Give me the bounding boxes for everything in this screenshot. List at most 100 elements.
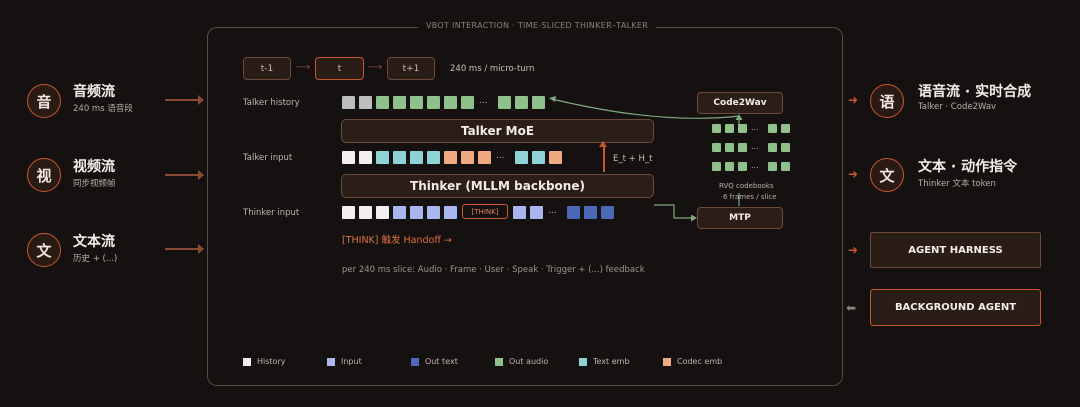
codebook-token xyxy=(781,162,790,171)
token-input xyxy=(427,206,440,219)
ellipsis: ... xyxy=(751,123,759,132)
text-output-arrow: ➜ xyxy=(848,167,859,181)
agent-harness-box: AGENT HARNESS xyxy=(870,232,1041,268)
codebook-token xyxy=(738,124,747,133)
legend-label: Input xyxy=(341,357,362,366)
codebook-token xyxy=(725,143,734,152)
text-output-icon: 文 xyxy=(870,158,904,192)
legend-codec-emb: Codec emb xyxy=(663,357,722,366)
timestep-prev: t-1 xyxy=(243,57,291,80)
ellipsis: ... xyxy=(496,151,505,161)
text-stream-title: 文本流 xyxy=(73,234,115,250)
talker-moe-block: Talker MoE xyxy=(341,119,654,143)
ellipsis: ... xyxy=(479,96,488,106)
token-input xyxy=(444,206,457,219)
audio-stream-title: 音频流 xyxy=(73,84,115,100)
timestep-current: t xyxy=(315,57,364,80)
token-codec-emb xyxy=(549,151,562,164)
token-out-audio xyxy=(532,96,545,109)
token-out-text xyxy=(584,206,597,219)
codebook-token xyxy=(781,143,790,152)
talker-input-label: Talker input xyxy=(243,153,293,163)
timestep-next: t+1 xyxy=(387,57,435,80)
token-out-audio xyxy=(515,96,528,109)
background-agent-box: BACKGROUND AGENT xyxy=(870,289,1041,326)
text-output-title: 文本 · 动作指令 xyxy=(918,159,1018,175)
audio-stream-subtitle: 240 ms 语音段 xyxy=(73,104,133,114)
legend-out-audio: Out audio xyxy=(495,357,548,366)
talker-history-label: Talker history xyxy=(243,98,300,108)
video-stream-title: 视频流 xyxy=(73,159,115,175)
legend-label: History xyxy=(257,357,286,366)
video-stream-arrow xyxy=(165,170,204,180)
token-codec-emb xyxy=(478,151,491,164)
codebook-token xyxy=(781,124,790,133)
codebook-token xyxy=(725,124,734,133)
token-history xyxy=(359,151,372,164)
thinker-block: Thinker (MLLM backbone) xyxy=(341,174,654,198)
token-out-audio xyxy=(461,96,474,109)
token-out-audio xyxy=(376,96,389,109)
legend-swatch xyxy=(579,357,587,366)
token-out-text xyxy=(601,206,614,219)
codebook-token xyxy=(768,162,777,171)
timeline-arrow-2: ⟶ xyxy=(368,62,383,73)
legend-history: History xyxy=(243,357,285,366)
codebook-token xyxy=(725,162,734,171)
codebook-token xyxy=(768,124,777,133)
background-agent-arrow: ⬅ xyxy=(846,301,857,315)
legend-label: Codec emb xyxy=(677,357,723,366)
diagram-title: VBOT INTERACTION · TIME-SLICED THINKER–T… xyxy=(418,21,657,30)
rvq-caption-1: RVQ codebooks xyxy=(719,182,774,190)
token-out-audio xyxy=(393,96,406,109)
handoff-label: [THINK] 触发 Handoff → xyxy=(342,235,452,246)
token-input xyxy=(513,206,526,219)
audio-stream-icon: 音 xyxy=(27,84,61,118)
token-out-text xyxy=(567,206,580,219)
token-text-emb xyxy=(410,151,423,164)
token-codec-emb xyxy=(461,151,474,164)
token-input xyxy=(410,206,423,219)
token-text-emb xyxy=(376,151,389,164)
video-stream-subtitle: 同步视频帧 xyxy=(73,179,116,189)
text-stream-arrow xyxy=(165,244,204,254)
legend-input: Input xyxy=(327,357,362,366)
legend-out-text: Out text xyxy=(411,357,458,366)
token-out-audio xyxy=(444,96,457,109)
legend-swatch xyxy=(327,357,335,366)
token-codec-emb xyxy=(444,151,457,164)
legend-label: Out audio xyxy=(509,357,549,366)
legend-label: Out text xyxy=(425,357,458,366)
token-out-audio xyxy=(427,96,440,109)
video-stream-icon: 视 xyxy=(27,158,61,192)
legend-swatch xyxy=(495,357,503,366)
token-text-emb xyxy=(427,151,440,164)
slice-note: per 240 ms slice: Audio · Frame · User ·… xyxy=(342,265,645,275)
token-input xyxy=(393,206,406,219)
speech-output-subtitle: Talker · Code2Wav xyxy=(918,102,997,112)
ellipsis: ... xyxy=(751,142,759,151)
legend-swatch xyxy=(243,357,251,366)
code2wav-block: Code2Wav xyxy=(697,92,783,114)
eh-label: E_t + H_t xyxy=(613,154,653,164)
token-history xyxy=(342,96,355,109)
eh-up-arrowhead xyxy=(599,141,607,147)
thinker-input-label: Thinker input xyxy=(243,208,300,218)
codebook-token xyxy=(768,143,777,152)
token-text-emb xyxy=(393,151,406,164)
codebook-token xyxy=(712,143,721,152)
codebook-token xyxy=(712,124,721,133)
ellipsis: ... xyxy=(751,161,759,170)
audio-stream-arrow xyxy=(165,95,204,105)
speech-output-arrow: ➜ xyxy=(848,93,859,107)
legend-swatch xyxy=(663,357,671,366)
codebook-token xyxy=(738,162,747,171)
text-stream-subtitle: 历史 + (...) xyxy=(73,254,118,264)
token-history xyxy=(342,151,355,164)
think-token: [THINK] xyxy=(462,204,508,219)
legend-swatch xyxy=(411,357,419,366)
token-text-emb xyxy=(515,151,528,164)
codebook-token xyxy=(738,143,747,152)
token-text-emb xyxy=(532,151,545,164)
